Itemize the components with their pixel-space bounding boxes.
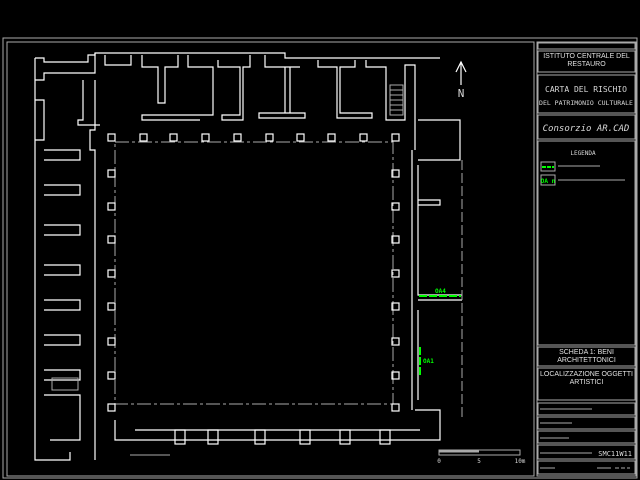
institute-name: ISTITUTO CENTRALE DEL RESTAURO [543,53,630,68]
legend-line-symbol [540,161,556,172]
marker-oa1[interactable]: OA1 [423,358,434,365]
legend-symbol-label: OA n [541,178,556,185]
map-title-line1: CARTA DEL RISCHIO [545,85,627,94]
floor-plan: OA4 OA1 [34,52,463,461]
legend-label-symbol [540,174,556,186]
svg-text:5: 5 [477,458,481,465]
title-block: CARTA DEL RISCHIO DEL PATRIMONIO CULTURA… [536,41,637,477]
legend-title: LEGENDA [570,150,596,157]
svg-text:0: 0 [437,458,441,465]
north-arrow-icon: N [455,60,467,100]
map-title-line2: DEL PATRIMONIO CULTURALE [539,99,633,107]
consortium-name: Consorzio AR.CAD [543,124,630,134]
drawing-frame [6,41,535,477]
courtyard [114,141,394,405]
svg-text:10m: 10m [515,458,526,465]
marker-oa4[interactable]: OA4 [435,288,446,295]
outer-frame [2,37,638,479]
north-label: N [458,87,465,100]
columns [107,133,400,412]
scale-bar: 0 5 10m [437,449,526,465]
subject-label: LOCALIZZAZIONE OGGETTI ARTISTICI [540,371,633,386]
sheet-label: SCHEDA 1: BENI ARCHITETTONICI [557,349,616,364]
drawing-code: SMC11W11 [598,450,632,458]
